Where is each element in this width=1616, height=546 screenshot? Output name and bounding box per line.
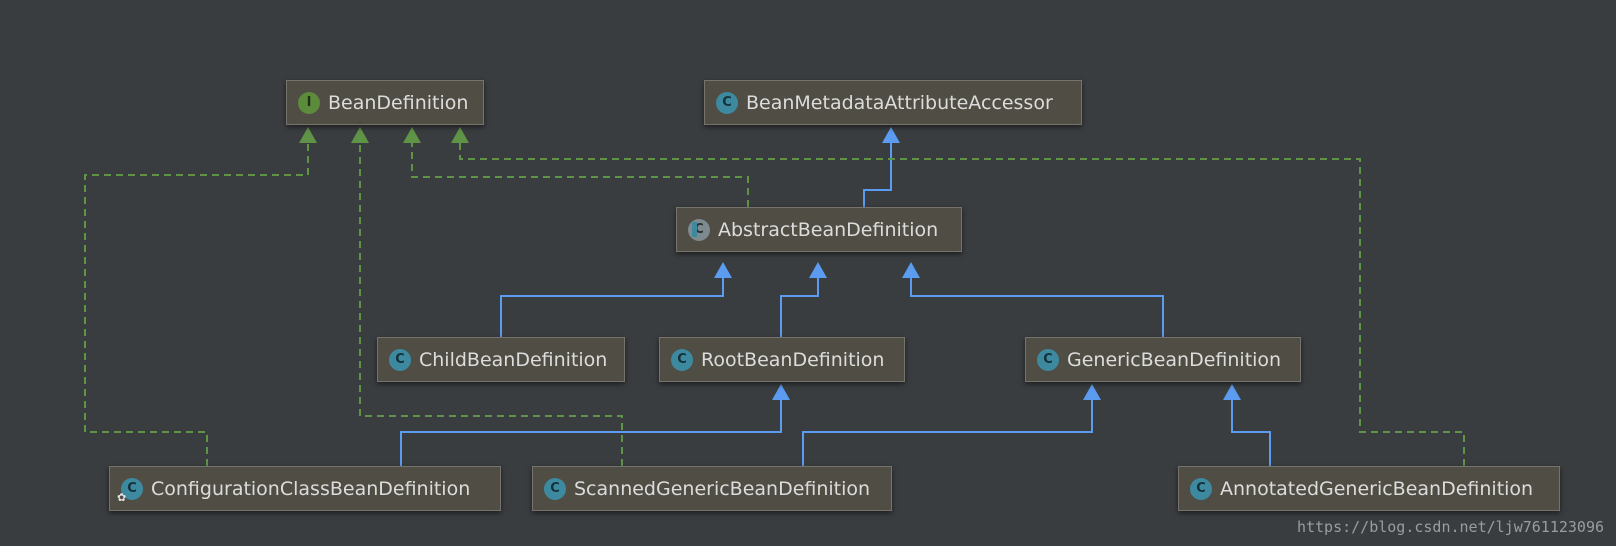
- node-label: BeanMetadataAttributeAccessor: [746, 91, 1053, 114]
- edge-implements-annotated_generic_bean_definition-to-bean_definition: [451, 127, 1465, 466]
- class-icon: C: [544, 477, 566, 500]
- node-abstract-bean-definition[interactable]: C AbstractBeanDefinition: [676, 207, 962, 252]
- arrowhead: [772, 384, 790, 400]
- interface-icon: I: [298, 91, 320, 114]
- edge-line: [780, 276, 819, 337]
- edge-line: [500, 276, 724, 337]
- node-label: ConfigurationClassBeanDefinition: [151, 477, 471, 500]
- node-configuration-class-bean-definition[interactable]: C ✿ ConfigurationClassBeanDefinition: [109, 466, 501, 511]
- gear-icon: ✿: [117, 490, 127, 504]
- edge-line: [459, 141, 1465, 466]
- edge-line: [910, 276, 1164, 337]
- node-label: BeanDefinition: [328, 91, 469, 114]
- class-icon: C: [1190, 477, 1212, 500]
- watermark: https://blog.csdn.net/ljw761123096: [1296, 518, 1604, 536]
- edge-extends-annotated_generic_bean_definition-to-generic_bean_definition: [1223, 384, 1271, 466]
- class-icon: C ✿: [117, 477, 143, 504]
- edge-extends-configuration_class_bean_definition-to-root_bean_definition: [400, 384, 790, 466]
- edge-line: [802, 398, 1093, 466]
- arrowhead: [451, 127, 469, 143]
- edge-implements-abstract_bean_definition-to-bean_definition: [403, 127, 749, 207]
- arrowhead: [714, 262, 732, 278]
- arrowhead: [351, 127, 369, 143]
- node-bean-metadata-attribute-accessor[interactable]: C BeanMetadataAttributeAccessor: [704, 80, 1082, 125]
- arrowhead: [1083, 384, 1101, 400]
- class-icon: C: [671, 348, 693, 371]
- node-label: AnnotatedGenericBeanDefinition: [1220, 477, 1534, 500]
- node-annotated-generic-bean-definition[interactable]: C AnnotatedGenericBeanDefinition: [1178, 466, 1560, 511]
- node-label: ChildBeanDefinition: [419, 348, 608, 371]
- arrowhead: [809, 262, 827, 278]
- edge-line: [400, 398, 782, 466]
- edge-extends-child_bean_definition-to-abstract_bean_definition: [500, 262, 732, 337]
- node-scanned-generic-bean-definition[interactable]: C ScannedGenericBeanDefinition: [532, 466, 892, 511]
- node-root-bean-definition[interactable]: C RootBeanDefinition: [659, 337, 905, 382]
- node-generic-bean-definition[interactable]: C GenericBeanDefinition: [1025, 337, 1301, 382]
- abstract-class-icon: C: [688, 218, 710, 241]
- edge-line: [1231, 398, 1271, 466]
- edge-extends-scanned_generic_bean_definition-to-generic_bean_definition: [802, 384, 1101, 466]
- edge-extends-generic_bean_definition-to-abstract_bean_definition: [902, 262, 1164, 337]
- edge-line: [84, 141, 309, 466]
- node-label: AbstractBeanDefinition: [718, 218, 939, 241]
- arrowhead: [902, 262, 920, 278]
- edge-implements-scanned_generic_bean_definition-to-bean_definition: [351, 127, 623, 466]
- edge-extends-root_bean_definition-to-abstract_bean_definition: [780, 262, 827, 337]
- arrowhead: [882, 127, 900, 143]
- edge-implements-configuration_class_bean_definition-to-bean_definition: [84, 127, 317, 466]
- node-label: ScannedGenericBeanDefinition: [574, 477, 871, 500]
- node-label: GenericBeanDefinition: [1067, 348, 1282, 371]
- edge-line: [411, 141, 749, 207]
- class-icon: C: [389, 348, 411, 371]
- node-child-bean-definition[interactable]: C ChildBeanDefinition: [377, 337, 625, 382]
- icon-letter: C: [127, 481, 137, 496]
- edge-extends-abstract_bean_definition-to-bean_metadata_attribute_accessor: [863, 127, 900, 207]
- arrowhead: [299, 127, 317, 143]
- node-label: RootBeanDefinition: [701, 348, 885, 371]
- arrowhead: [1223, 384, 1241, 400]
- class-icon: C: [716, 91, 738, 114]
- node-bean-definition[interactable]: I BeanDefinition: [286, 80, 484, 125]
- edge-line: [863, 141, 892, 207]
- edge-line: [359, 141, 623, 466]
- class-icon: C: [1037, 348, 1059, 371]
- arrowhead: [403, 127, 421, 143]
